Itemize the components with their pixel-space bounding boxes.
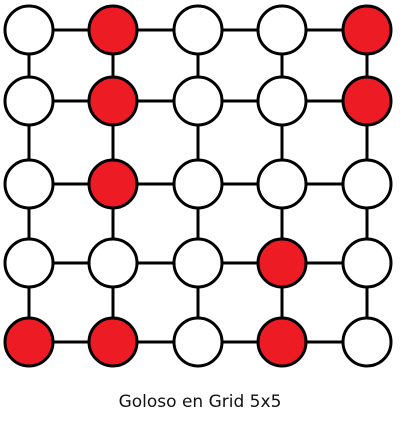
node-r1-c0 [3, 75, 55, 127]
node-r4-c4 [341, 316, 393, 368]
node-r0-c3 [256, 4, 308, 56]
node-r2-c4 [341, 158, 393, 210]
node-selected-r3-c3 [256, 237, 308, 289]
grid-nodes [3, 4, 393, 368]
node-selected-r1-c4 [341, 75, 393, 127]
node-r0-c2 [172, 4, 224, 56]
node-selected-r1-c1 [87, 75, 139, 127]
node-r2-c0 [3, 158, 55, 210]
node-r1-c3 [256, 75, 308, 127]
node-selected-r2-c1 [87, 158, 139, 210]
node-r1-c2 [172, 75, 224, 127]
node-r2-c2 [172, 158, 224, 210]
node-selected-r0-c4 [341, 4, 393, 56]
node-selected-r4-c0 [3, 316, 55, 368]
node-r4-c2 [172, 316, 224, 368]
node-r3-c0 [3, 237, 55, 289]
diagram-caption: Goloso en Grid 5x5 [118, 392, 282, 412]
node-r2-c3 [256, 158, 308, 210]
node-selected-r4-c1 [87, 316, 139, 368]
node-selected-r0-c1 [87, 4, 139, 56]
node-r0-c0 [3, 4, 55, 56]
node-r3-c4 [341, 237, 393, 289]
node-selected-r4-c3 [256, 316, 308, 368]
node-r3-c2 [172, 237, 224, 289]
node-r3-c1 [87, 237, 139, 289]
